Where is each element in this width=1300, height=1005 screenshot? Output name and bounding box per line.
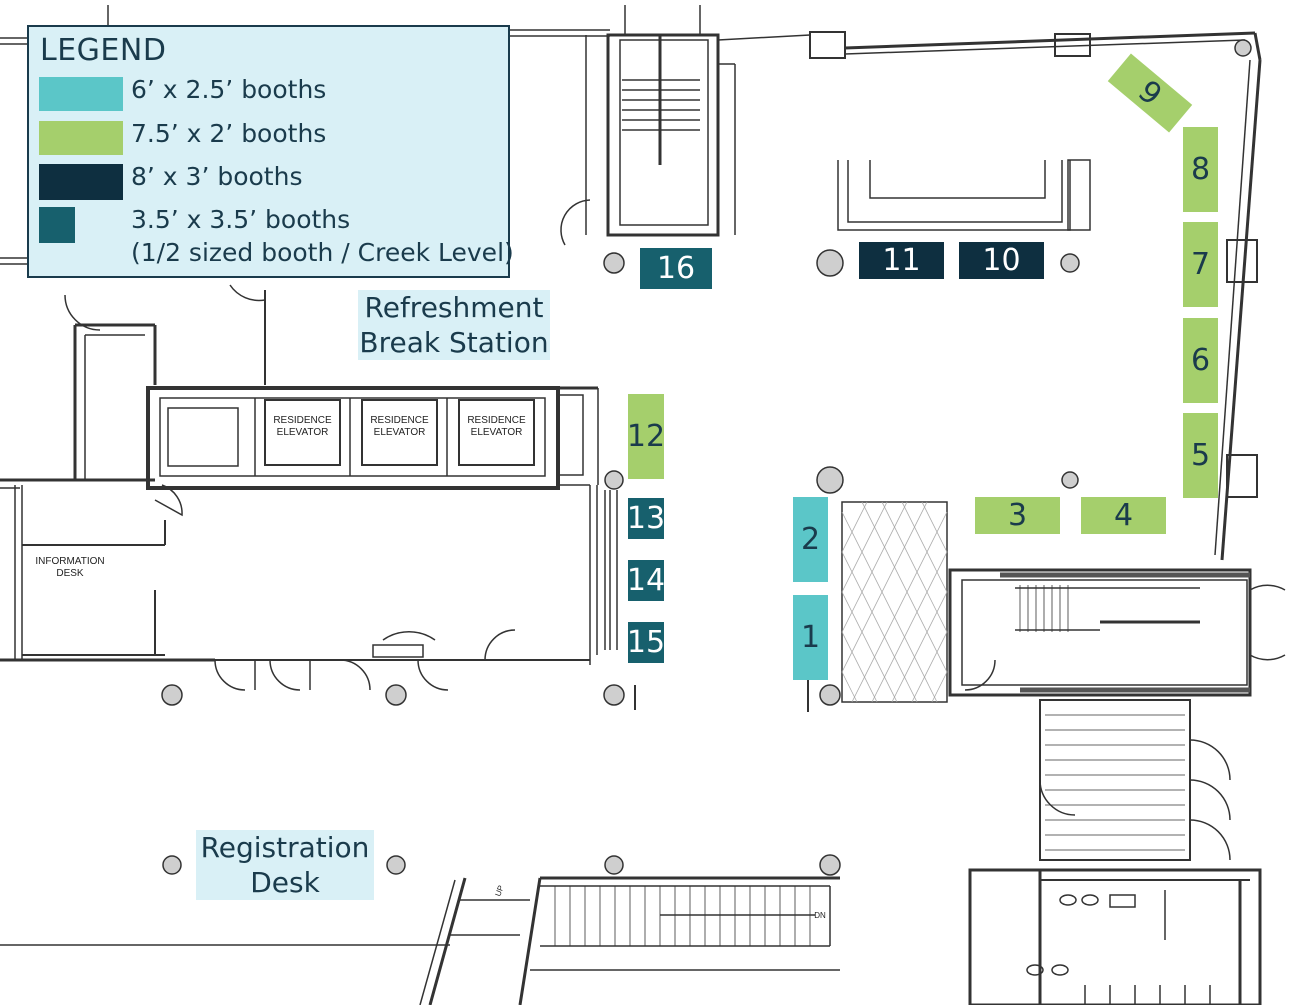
elevator-label-line1: RESIDENCE (467, 415, 526, 426)
legend-label: 3.5’ x 3.5’ booths (1/2 sized booth / Cr… (131, 205, 514, 267)
elevator-label-line1: RESIDENCE (273, 415, 332, 426)
residence-elevator-label: RESIDENCE ELEVATOR (265, 415, 340, 439)
registration-label-line2: Desk (250, 866, 320, 899)
legend-swatch-navy (39, 164, 123, 200)
legend-swatch-teal (39, 77, 123, 111)
refreshment-label-line1: Refreshment (364, 291, 544, 324)
registration-label-line1: Registration (200, 831, 370, 864)
legend-label: 6’ x 2.5’ booths (131, 75, 327, 104)
refreshment-label-line2: Break Station (359, 326, 549, 359)
booth-3[interactable]: 3 (975, 497, 1060, 534)
legend-sublabel: (1/2 sized booth / Creek Level) (131, 238, 514, 267)
legend-label-main: 3.5’ x 3.5’ booths (131, 205, 351, 234)
legend-label: 7.5’ x 2’ booths (131, 119, 327, 148)
info-desk-label-line2: DESK (56, 568, 84, 579)
refreshment-break-station-label: Refreshment Break Station (358, 290, 550, 360)
legend-swatch-dark-teal (39, 207, 75, 243)
residence-elevator-label: RESIDENCE ELEVATOR (459, 415, 534, 439)
booth-1[interactable]: 1 (793, 595, 828, 680)
booth-12[interactable]: 12 (627, 394, 665, 479)
legend-label: 8’ x 3’ booths (131, 162, 303, 191)
legend: LEGEND 6’ x 2.5’ booths 7.5’ x 2’ booths… (27, 25, 514, 278)
booth-8[interactable]: 8 (1183, 127, 1218, 212)
elevator-label-line2: ELEVATOR (276, 427, 329, 438)
legend-swatch-green (39, 121, 123, 155)
legend-title: LEGEND (40, 33, 167, 68)
booth-2[interactable]: 2 (793, 497, 828, 582)
booth-14[interactable]: 14 (627, 560, 665, 601)
stair-down-label: DN (814, 911, 826, 920)
booth-6[interactable]: 6 (1183, 318, 1218, 403)
booth-11[interactable]: 11 (859, 242, 944, 279)
residence-elevator-label: RESIDENCE ELEVATOR (362, 415, 437, 439)
registration-desk-label: Registration Desk (196, 830, 374, 900)
elevator-label-line2: ELEVATOR (373, 427, 426, 438)
info-desk-label-line1: INFORMATION (35, 556, 105, 567)
elevator-label-line1: RESIDENCE (370, 415, 429, 426)
information-desk-label: INFORMATION DESK (30, 556, 110, 580)
booth-10[interactable]: 10 (959, 242, 1044, 279)
booth-13[interactable]: 13 (627, 498, 665, 539)
booth-7[interactable]: 7 (1183, 222, 1218, 307)
elevator-label-line2: ELEVATOR (470, 427, 523, 438)
booth-5[interactable]: 5 (1183, 413, 1218, 498)
booth-4[interactable]: 4 (1081, 497, 1166, 534)
booth-16[interactable]: 16 (640, 248, 712, 289)
booth-15[interactable]: 15 (627, 622, 665, 663)
